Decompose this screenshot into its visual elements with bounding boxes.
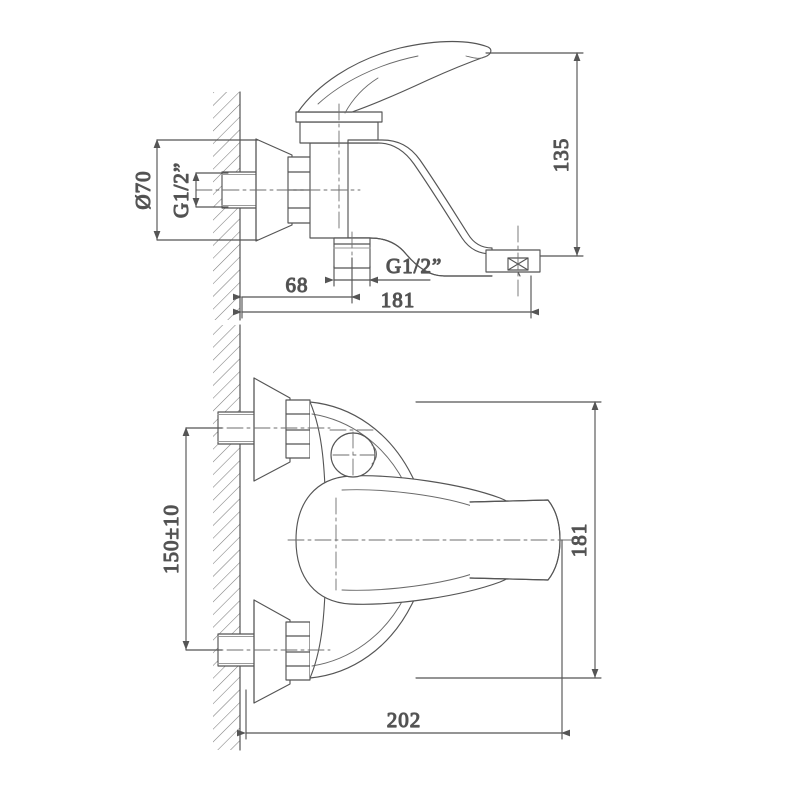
dim-label-181-front: 181 bbox=[567, 523, 591, 558]
dim-label-g12-inlet: G1/2” bbox=[169, 162, 193, 218]
dim-label-g12-outlet: G1/2” bbox=[386, 254, 442, 278]
dimensions-side-view: Ø70 G1/2” 135 G1/2” 68 bbox=[130, 52, 584, 319]
spout-side bbox=[347, 139, 521, 277]
dim-g12-inlet bbox=[192, 172, 229, 208]
wall-section-lower bbox=[213, 324, 241, 751]
dim-181-side bbox=[233, 275, 539, 319]
dim-label-150: 150±10 bbox=[159, 504, 183, 574]
dim-181-front bbox=[415, 401, 602, 679]
hex-nut-upper-front bbox=[285, 399, 311, 459]
side-view bbox=[195, 40, 541, 321]
dim-d70 bbox=[153, 139, 259, 241]
escutcheon-cone-lower-front bbox=[253, 599, 291, 704]
dim-150 bbox=[182, 427, 223, 651]
dim-label-135: 135 bbox=[549, 138, 573, 173]
escutcheon-cone-upper-front bbox=[253, 377, 291, 482]
hex-nut-lower-front bbox=[285, 621, 311, 681]
dimensions-front-view: 150±10 181 202 bbox=[158, 401, 602, 740]
dim-label-181-side: 181 bbox=[381, 288, 416, 312]
dim-label-68: 68 bbox=[286, 273, 309, 297]
dim-135 bbox=[485, 52, 584, 257]
aerator-outlet-side bbox=[485, 249, 541, 273]
front-view bbox=[199, 324, 581, 751]
dim-202 bbox=[237, 539, 570, 740]
dim-label-202: 202 bbox=[387, 708, 422, 732]
dim-68 bbox=[233, 257, 360, 304]
lever-handle-side bbox=[297, 40, 492, 114]
dim-label-d70: Ø70 bbox=[131, 170, 155, 209]
